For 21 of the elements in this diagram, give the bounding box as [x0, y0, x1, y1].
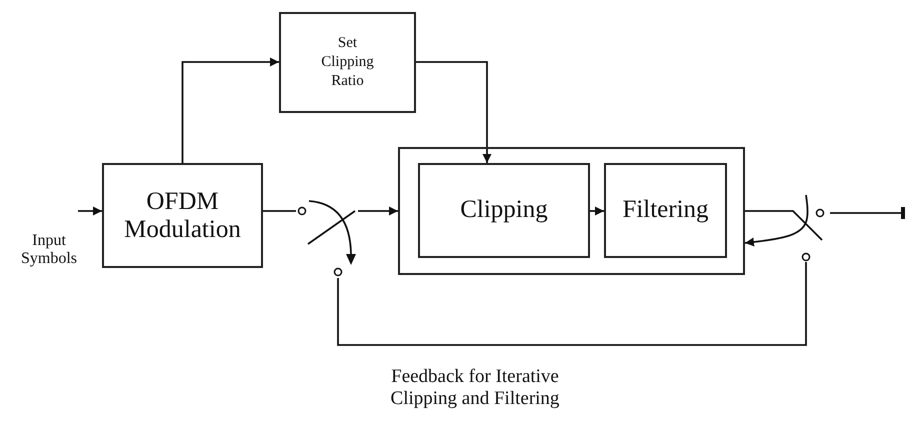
box-label: Filtering: [622, 196, 709, 225]
feedback-caption: Feedback for Iterative Clipping and Filtering: [390, 366, 560, 410]
connector-line: [337, 262, 807, 346]
connector-line: [745, 210, 775, 212]
process-box: [418, 163, 590, 258]
arrow: [590, 206, 604, 216]
connector-line: [263, 210, 296, 212]
group-box: [398, 147, 745, 275]
box-label: Clipping: [460, 196, 548, 225]
process-box: [279, 12, 416, 113]
input-label: Input Symbols: [20, 232, 78, 269]
process-box: [102, 163, 263, 268]
box-label: Set Clipping Ratio: [320, 34, 375, 91]
arrow: [358, 206, 398, 216]
box-label: OFDM Modulation: [123, 188, 242, 243]
feedback-arrow: [744, 194, 808, 246]
process-box: [604, 163, 727, 258]
arrow: [78, 206, 102, 216]
switch-drawing: [296, 198, 358, 278]
arrow: [182, 58, 279, 163]
arrow: [416, 61, 492, 163]
